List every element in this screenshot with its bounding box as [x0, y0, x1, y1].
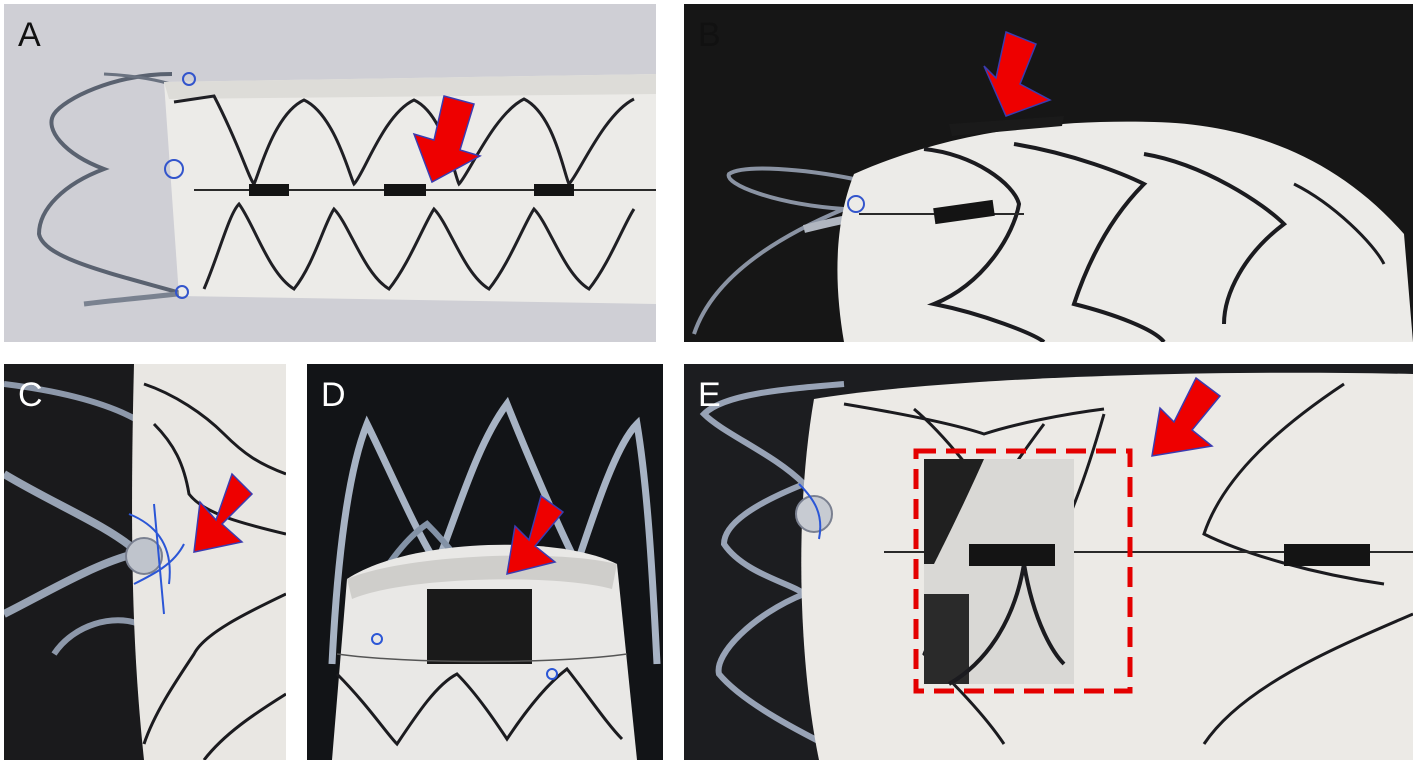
panel-b: B — [684, 4, 1413, 342]
panel-d: D — [307, 364, 663, 760]
panel-label-e: E — [698, 376, 721, 414]
panel-label-c: C — [18, 376, 43, 414]
panel-label-a: A — [18, 16, 41, 54]
stent-graft-photo-e — [684, 364, 1413, 760]
panel-label-b: B — [698, 16, 721, 54]
panel-a: A — [4, 4, 656, 342]
stent-graft-photo-b — [684, 4, 1413, 342]
panel-label-d: D — [321, 376, 346, 414]
panel-e: E — [684, 364, 1413, 760]
stent-graft-photo-a — [4, 4, 656, 342]
panel-c: C — [4, 364, 286, 760]
stent-graft-photo-d — [307, 364, 663, 760]
stent-graft-photo-c — [4, 364, 286, 760]
